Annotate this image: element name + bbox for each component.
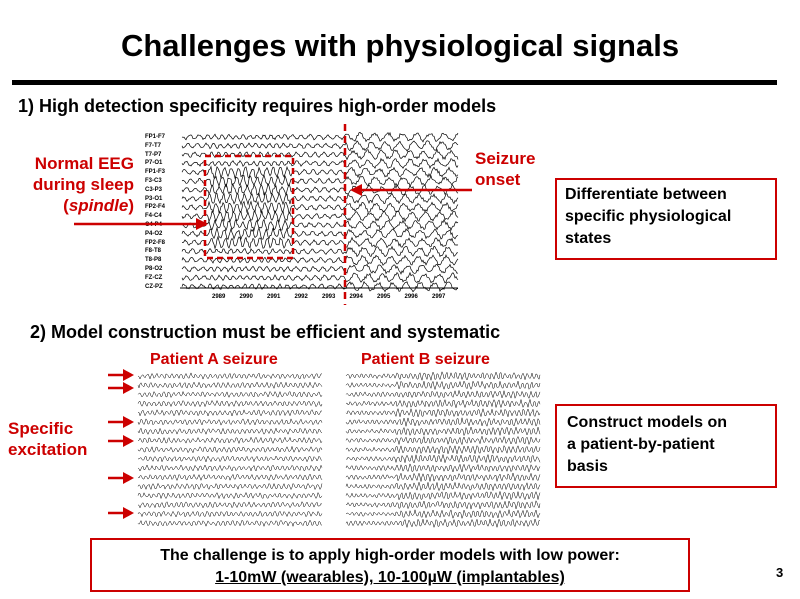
eeg-channel-label: F8-T8 — [145, 248, 162, 255]
eeg-channel-label: CZ-PZ — [145, 283, 163, 290]
eeg-time-tick: 2997 — [432, 294, 446, 300]
challenge-box: The challenge is to apply high-order mod… — [90, 538, 690, 592]
section2-heading: 2) Model construction must be efficient … — [30, 322, 501, 342]
spindle-word: spindle — [68, 196, 129, 215]
eeg-channel-label: T7-P7 — [145, 151, 162, 158]
eeg-channel-label: FP1-F3 — [145, 169, 166, 176]
paren-close: ) — [128, 196, 134, 215]
eeg-time-tick: 2994 — [349, 294, 363, 300]
specific-excitation-label: Specific excitation — [8, 418, 87, 460]
eeg-channel-label: P3-O1 — [145, 195, 163, 202]
box2-line1: Construct models on — [567, 414, 728, 431]
eeg-time-tick: 2995 — [377, 294, 391, 300]
normal-eeg-line1: Normal EEG — [34, 154, 134, 173]
excitation-arrow-head — [123, 507, 134, 519]
excitation-arrow-head — [123, 382, 134, 394]
seizure-onset-arrow — [350, 184, 472, 196]
eeg-time-tick: 2990 — [239, 294, 253, 300]
eeg-traces — [181, 131, 459, 293]
eeg-time-tick: 2992 — [294, 294, 308, 300]
page-number: 3 — [776, 565, 784, 580]
excitation-line2: excitation — [8, 440, 88, 459]
patient-by-patient-box: Construct models on a patient-by-patient… — [555, 404, 777, 488]
patient-a-label: Patient A seizure — [150, 351, 278, 368]
eeg-channel-label: F4-C4 — [145, 213, 162, 220]
eeg-channel-label: T8-P8 — [145, 257, 162, 264]
normal-eeg-line2: during sleep — [32, 175, 134, 194]
eeg-channel-label: FZ-CZ — [145, 274, 163, 281]
eeg-time-tick: 2996 — [404, 294, 418, 300]
paren-open: ( — [63, 196, 69, 215]
spindle-highlight-box — [203, 154, 295, 260]
box1-line2: specific physiological — [565, 208, 732, 225]
title-rule — [12, 80, 777, 85]
excitation-arrow-head — [123, 435, 134, 447]
eeg-channel-label: FP1-F7 — [145, 134, 166, 140]
box2-line2: a patient-by-patient — [567, 436, 715, 453]
patient-b-traces — [345, 371, 541, 529]
normal-eeg-line3: (spindle) — [6, 195, 134, 216]
box1-line3: states — [565, 230, 612, 247]
eeg-channel-label: P8-O2 — [145, 266, 163, 272]
patient-a-traces — [137, 372, 323, 528]
eeg-channel-label: C3-P3 — [145, 186, 163, 193]
excitation-arrow-head — [123, 416, 134, 428]
eeg-channel-label: F7-T7 — [145, 142, 162, 149]
eeg-channel-label: FP2-F4 — [145, 204, 166, 211]
challenge-line2: 1-10mW (wearables), 10-100µW (implantabl… — [215, 569, 565, 586]
eeg-channel-label: P7-O1 — [145, 160, 163, 167]
section1-heading: 1) High detection specificity requires h… — [18, 96, 497, 116]
normal-eeg-arrow — [74, 218, 208, 230]
eeg-time-tick: 2993 — [322, 294, 336, 300]
excitation-arrow-head — [123, 369, 134, 381]
challenge-line1: The challenge is to apply high-order mod… — [160, 547, 620, 564]
differentiate-states-box: Differentiate between specific physiolog… — [555, 178, 777, 260]
box1-line1: Differentiate between — [565, 186, 727, 203]
slide-title: Challenges with physiological signals — [120, 28, 680, 63]
excitation-arrow-head — [123, 472, 134, 484]
patient-b-label: Patient B seizure — [361, 351, 490, 368]
box2-line3: basis — [567, 458, 608, 475]
eeg-channel-label: FP2-F8 — [145, 239, 166, 246]
normal-eeg-label: Normal EEG during sleep (spindle) — [6, 153, 134, 216]
seizure-onset-line1: Seizure — [475, 149, 536, 168]
seizure-onset-line2: onset — [475, 170, 521, 189]
excitation-arrows — [108, 369, 134, 519]
eeg-channel-label: P4-O2 — [145, 230, 163, 237]
eeg-time-tick: 2991 — [267, 294, 281, 300]
seizure-onset-label: Seizure onset — [475, 148, 535, 190]
eeg-time-tick: 2989 — [212, 294, 226, 300]
eeg-channel-label: F3-C3 — [145, 178, 162, 184]
excitation-line1: Specific — [8, 419, 74, 438]
